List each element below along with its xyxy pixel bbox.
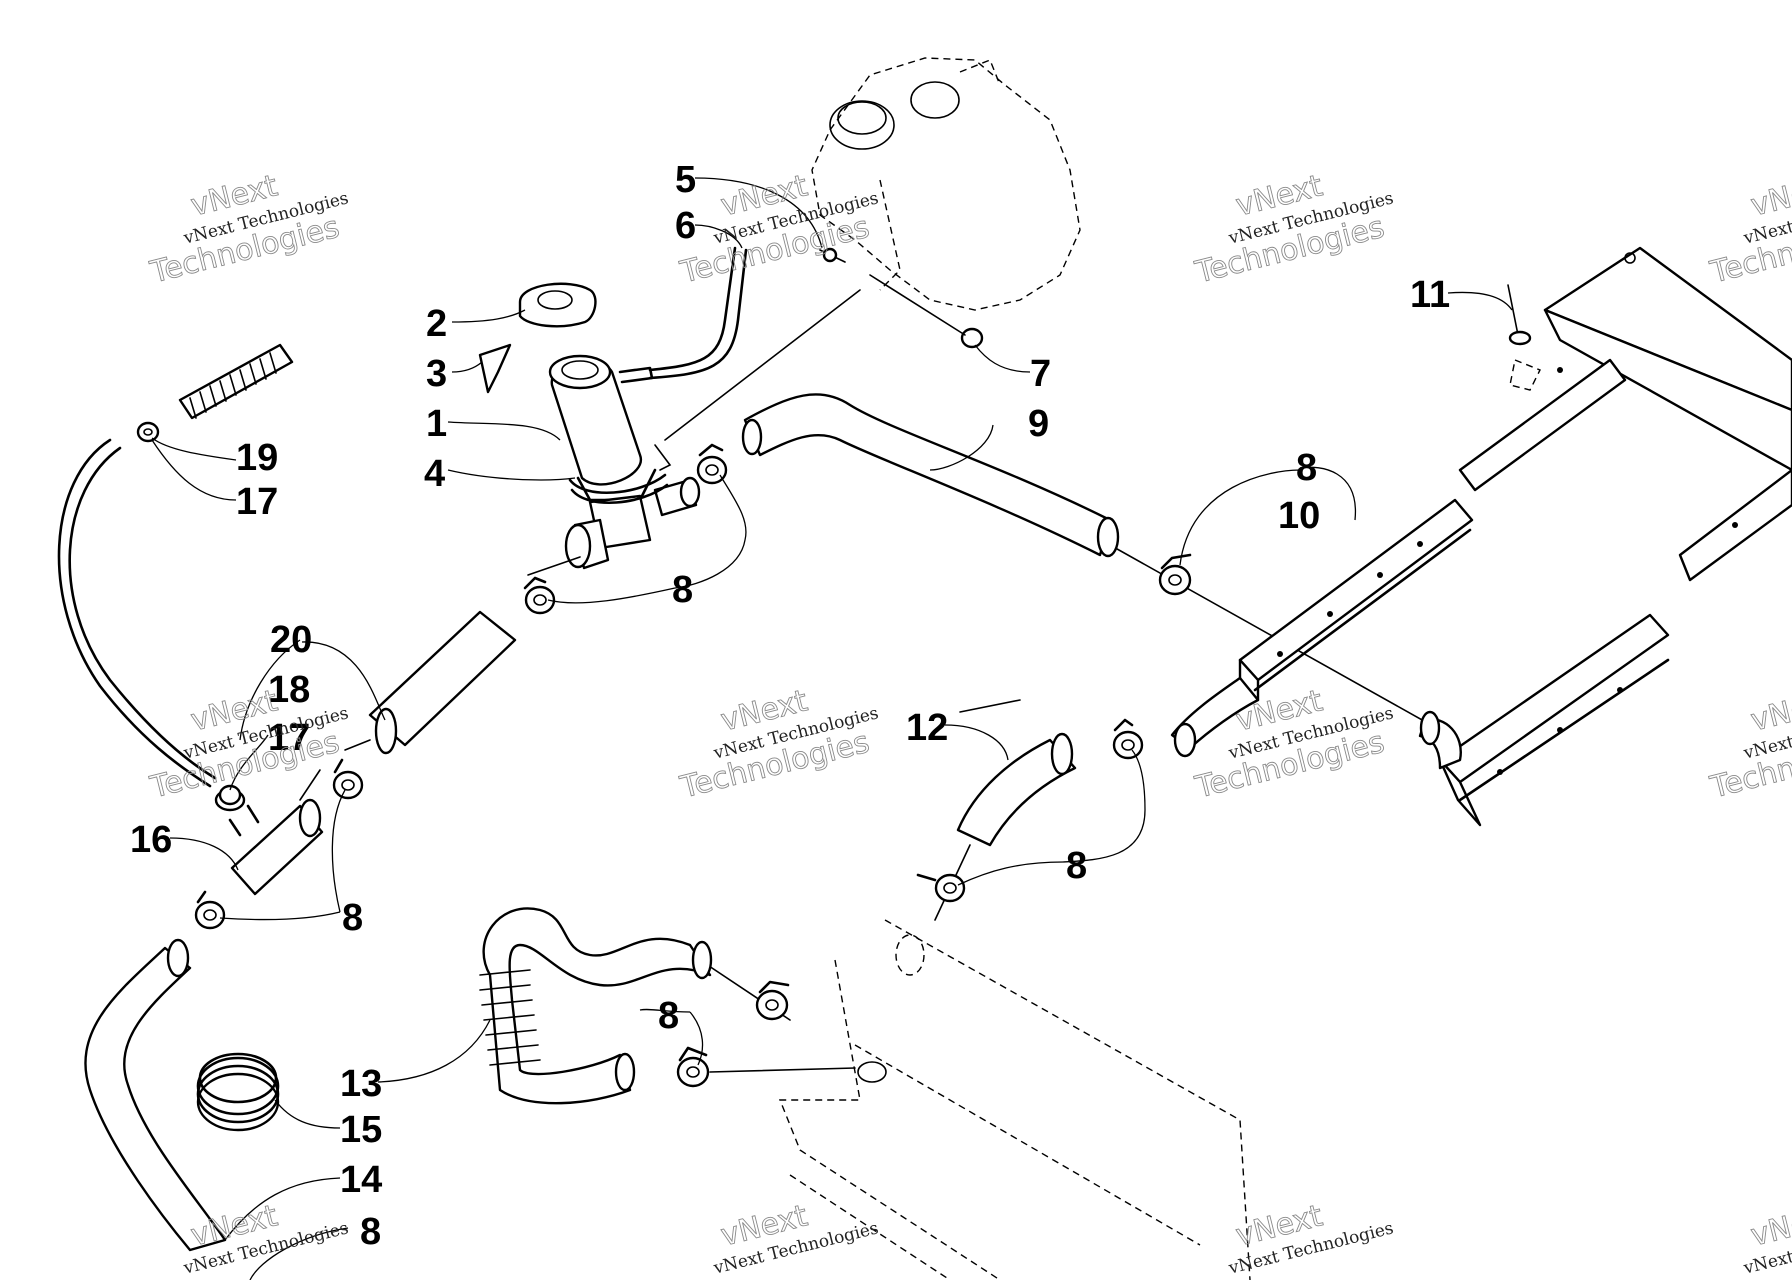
callout-12: 12 xyxy=(906,707,948,749)
callout-10: 10 xyxy=(1278,495,1320,537)
warning-decal xyxy=(478,343,512,394)
tunnel-outline xyxy=(778,919,1251,1280)
watermark: vNext vNext Technologies Technologies xyxy=(146,683,351,806)
callout-8-left: 8 xyxy=(342,897,363,939)
callout-2: 2 xyxy=(426,303,447,345)
callout-20: 20 xyxy=(270,619,312,661)
clamp xyxy=(696,443,728,485)
radiator-cap xyxy=(518,282,597,328)
elbow-hose xyxy=(956,732,1077,847)
callout-3: 3 xyxy=(426,353,447,395)
svg-text:vNext: vNext xyxy=(1747,683,1792,738)
callout-4: 4 xyxy=(424,453,445,495)
clamp xyxy=(136,421,160,443)
callout-17-lower: 17 xyxy=(268,717,310,759)
heat-exchanger-right xyxy=(1418,613,1670,827)
callout-8-mid: 8 xyxy=(1066,845,1087,887)
short-hose xyxy=(368,610,517,755)
leader-lines xyxy=(151,177,1513,1280)
watermark: vNext vNext Technologies Technologies xyxy=(676,168,881,291)
rear-heat-exchanger xyxy=(1458,246,1792,582)
svg-text:vNext: vNext xyxy=(1747,168,1792,223)
watermark: vNext vNext Technologies Technologies xyxy=(676,683,881,806)
callout-11: 11 xyxy=(1410,274,1450,316)
watermark: vNext vNext Technologies xyxy=(1741,1198,1792,1279)
heat-exchanger-left xyxy=(1170,498,1474,758)
rivet xyxy=(1507,284,1541,391)
clamp xyxy=(523,576,556,615)
callout-8-bottom: 8 xyxy=(360,1211,381,1253)
expansion-bottle xyxy=(548,354,701,570)
callout-6: 6 xyxy=(675,205,696,247)
callout-8-upper: 8 xyxy=(672,569,693,611)
clamp xyxy=(676,1046,710,1088)
watermark: vNext vNext Technologies Technologies xyxy=(1706,168,1792,291)
clamp xyxy=(332,758,364,800)
callout-labels: 1 2 3 4 5 6 7 8 9 10 11 12 13 14 15 16 1… xyxy=(130,159,1450,1253)
watermark: vNext vNext Technologies xyxy=(181,1198,351,1279)
watermark: vNext vNext Technologies xyxy=(1226,1198,1396,1279)
clamp xyxy=(194,890,226,930)
hose-clamps xyxy=(136,421,1192,1088)
callout-8-lower: 8 xyxy=(658,995,679,1037)
bleed-hose xyxy=(57,438,217,788)
callout-13: 13 xyxy=(340,1063,382,1105)
clamp-band xyxy=(196,1052,280,1132)
upper-hose xyxy=(741,393,1120,558)
callout-9: 9 xyxy=(1028,403,1049,445)
watermark: vNext vNext Technologies Technologies xyxy=(1191,168,1396,291)
watermark: vNext vNext Technologies Technologies xyxy=(146,168,351,291)
fuel-tank-outline xyxy=(811,57,1081,311)
watermark: vNext vNext Technologies Technologies xyxy=(1706,683,1792,806)
callout-18: 18 xyxy=(268,669,310,711)
watermark: vNext vNext Technologies Technologies xyxy=(1191,683,1396,806)
callout-17-upper: 17 xyxy=(236,481,278,523)
callout-15: 15 xyxy=(340,1109,382,1151)
corrugated-hose xyxy=(479,907,713,1105)
callout-7: 7 xyxy=(1030,353,1051,395)
callout-8-right: 8 xyxy=(1296,447,1317,489)
svg-text:vNext: vNext xyxy=(1747,1198,1792,1253)
callout-16: 16 xyxy=(130,819,172,861)
clamp xyxy=(916,873,966,903)
clamp xyxy=(1112,718,1144,760)
tee-fitting xyxy=(214,788,324,896)
lower-hose xyxy=(84,938,227,1252)
clamp xyxy=(755,980,790,1021)
overflow-hose xyxy=(648,246,748,380)
callout-5: 5 xyxy=(675,159,696,201)
watermark: vNext vNext Technologies xyxy=(711,1198,881,1279)
clamp xyxy=(1158,553,1192,596)
callout-1: 1 xyxy=(426,403,447,445)
clamp xyxy=(218,784,242,806)
tank-fittings xyxy=(819,247,984,349)
callout-14: 14 xyxy=(340,1159,382,1201)
spring-guard xyxy=(178,343,294,420)
callout-19: 19 xyxy=(236,437,278,479)
